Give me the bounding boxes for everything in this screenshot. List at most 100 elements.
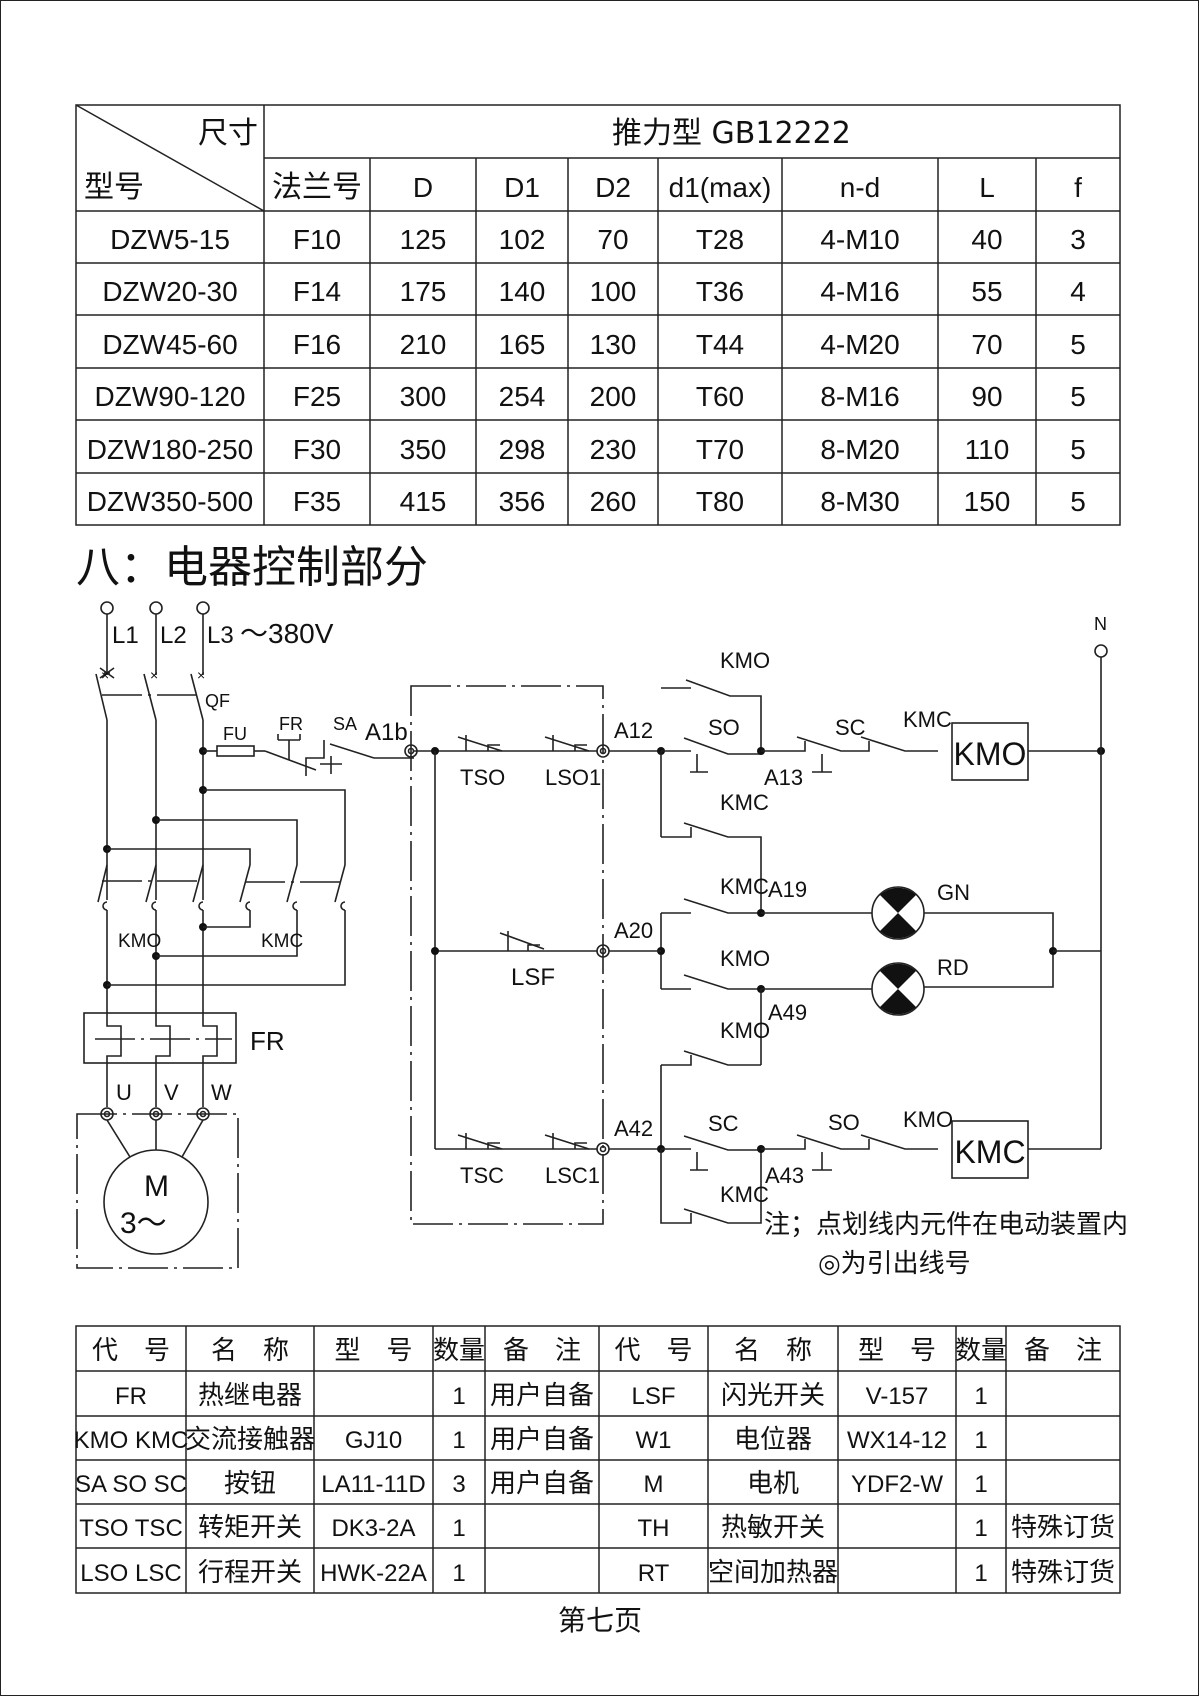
label-rd: RD	[937, 955, 969, 980]
parts-cell: 电机	[747, 1469, 799, 1499]
value-cell: 300	[400, 381, 447, 412]
parts-header: 型 号	[334, 1336, 412, 1366]
value-cell: 5	[1070, 381, 1086, 412]
supply-terminals: L1 L2 L3 ～380V	[100, 601, 334, 675]
parts-cell: 闪光开关	[721, 1381, 825, 1411]
label-kmc-aux2: KMC	[720, 874, 769, 899]
parts-cell: GJ10	[345, 1427, 402, 1454]
parts-cell: V-157	[866, 1383, 929, 1410]
value-cell: 90	[971, 381, 1002, 412]
parts-cell: 1	[974, 1515, 987, 1542]
label-sc-top: SC	[835, 715, 866, 740]
control-schematic: L1 L2 L3 ～380V × × × QF FU FR	[76, 601, 1128, 1279]
column-header: 法兰号	[272, 170, 362, 205]
parts-cell: 特殊订货	[1011, 1558, 1115, 1588]
value-cell: 4-M10	[820, 224, 899, 255]
parts-cell: 特殊订货	[1011, 1513, 1115, 1543]
value-cell: T28	[696, 224, 744, 255]
parts-cell: 转矩开关	[198, 1513, 302, 1543]
label-a20: A20	[614, 918, 653, 943]
breaker-qf: × × × QF	[95, 667, 230, 721]
model-cell: DZW45-60	[102, 329, 237, 360]
parts-cell: W1	[636, 1427, 672, 1454]
motor-m: M 3～	[76, 1107, 239, 1269]
value-cell: 5	[1070, 434, 1086, 465]
parts-cell: 用户自备	[490, 1381, 594, 1411]
label-u: U	[116, 1080, 132, 1105]
parts-cell: WX14-12	[847, 1427, 947, 1454]
parts-cell: 1	[974, 1560, 987, 1587]
parts-cell: 电位器	[734, 1425, 812, 1455]
label-tsc: TSC	[460, 1163, 504, 1188]
column-header: f	[1074, 172, 1082, 203]
value-cell: 210	[400, 329, 447, 360]
label-a49: A49	[768, 1000, 807, 1025]
parts-cell: 用户自备	[490, 1469, 594, 1499]
corner-diagonal	[75, 104, 265, 212]
label-tso: TSO	[460, 765, 505, 790]
terminal-n	[1094, 644, 1108, 658]
column-header: L	[979, 172, 995, 203]
svg-text:×: ×	[101, 667, 109, 683]
model-cell: DZW20-30	[102, 276, 237, 307]
label-v: V	[164, 1080, 179, 1105]
parts-cell: 按钮	[224, 1469, 276, 1499]
value-cell: 130	[590, 329, 637, 360]
parts-cell: 热敏开关	[721, 1513, 825, 1543]
value-cell: 100	[590, 276, 637, 307]
label-kmo-aux1: KMO	[720, 946, 770, 971]
parts-cell: 1	[974, 1427, 987, 1454]
coil-kmo-label: KMO	[954, 736, 1027, 772]
coil-kmc-label: KMC	[954, 1134, 1025, 1170]
parts-header: 数量	[955, 1336, 1007, 1366]
parts-cell: SA SO SC	[75, 1471, 187, 1498]
value-cell: 4-M20	[820, 329, 899, 360]
label-w: W	[211, 1080, 232, 1105]
parts-header: 型 号	[858, 1336, 936, 1366]
parts-header: 备 注	[1024, 1336, 1102, 1366]
parts-cell: 1	[452, 1515, 465, 1542]
value-cell: 230	[590, 434, 637, 465]
model-cell: DZW350-500	[87, 486, 254, 517]
label-sa: SA	[333, 714, 357, 734]
parts-cell: 1	[452, 1560, 465, 1587]
value-cell: F10	[293, 224, 341, 255]
parts-cell: 1	[974, 1471, 987, 1498]
label-fr-contact: FR	[279, 714, 303, 734]
parts-cell: LA11-11D	[321, 1471, 426, 1498]
label-l1: L1	[112, 622, 139, 649]
label-so-top: SO	[708, 715, 740, 740]
label-so-bot: SO	[828, 1110, 860, 1135]
column-header: D2	[595, 172, 631, 203]
label-kmo-interlock-bot: KMO	[903, 1107, 953, 1132]
label-kmo-hold: KMO	[720, 648, 770, 673]
label-kmo-aux2: KMO	[720, 1018, 770, 1043]
label-sc-bot: SC	[708, 1111, 739, 1136]
value-cell: F14	[293, 276, 341, 307]
label-a1b: A1b	[365, 719, 408, 746]
label-lsf: LSF	[511, 964, 555, 991]
label-l3: L3	[207, 622, 234, 649]
parts-header: 备 注	[503, 1336, 581, 1366]
value-cell: T44	[696, 329, 744, 360]
value-cell: F25	[293, 381, 341, 412]
value-cell: 150	[964, 486, 1011, 517]
parts-header: 代 号	[92, 1336, 170, 1366]
value-cell: 356	[499, 486, 546, 517]
model-cell: DZW180-250	[87, 434, 254, 465]
value-cell: F16	[293, 329, 341, 360]
parts-cell: TH	[638, 1515, 670, 1542]
value-cell: 8-M20	[820, 434, 899, 465]
label-a12: A12	[614, 718, 653, 743]
value-cell: 110	[965, 434, 1010, 465]
label-kmo-main: KMO	[118, 931, 161, 952]
label-l2: L2	[160, 622, 187, 649]
note-line-1: 注；点划线内元件在电动装置内	[764, 1210, 1128, 1240]
